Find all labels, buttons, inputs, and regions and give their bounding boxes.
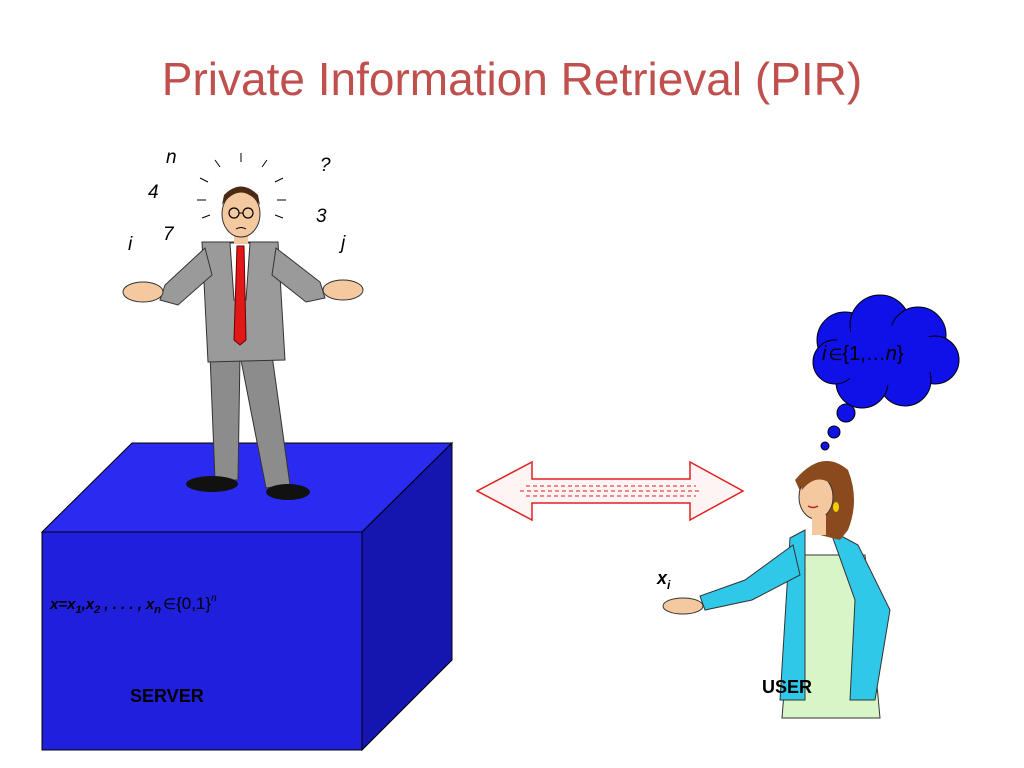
server-cube xyxy=(40,441,454,752)
user-label: USER xyxy=(762,677,812,697)
communication-double-arrow xyxy=(475,460,745,522)
confusion-symbol-i: i xyxy=(128,234,133,255)
database-vector-label: x=x1,x2 , . . . ,xn∈{0,1}n xyxy=(49,593,217,616)
confusion-symbol-j: j xyxy=(338,233,346,254)
confusion-symbol-n: n xyxy=(166,147,177,168)
server-man-figure xyxy=(122,186,364,500)
thought-cloud xyxy=(812,294,960,451)
stress-lines xyxy=(197,153,286,219)
thought-bubble-medium xyxy=(827,425,841,439)
retrieved-bit-label: xi xyxy=(656,568,671,592)
confusion-symbol-question: ? xyxy=(320,155,331,176)
thought-index-set: i∈{1,…n} xyxy=(822,343,904,365)
thought-bubble-large xyxy=(836,403,856,423)
confusion-symbol-7: 7 xyxy=(163,224,175,245)
user-woman-figure xyxy=(662,461,891,719)
cube-front-face xyxy=(41,531,363,751)
confusion-symbol-4: 4 xyxy=(148,182,159,203)
server-label: SERVER xyxy=(130,686,204,706)
confusion-symbol-3: 3 xyxy=(316,206,327,227)
thought-bubble-small xyxy=(820,441,830,451)
slide-title: Private Information Retrieval (PIR) xyxy=(161,53,863,105)
